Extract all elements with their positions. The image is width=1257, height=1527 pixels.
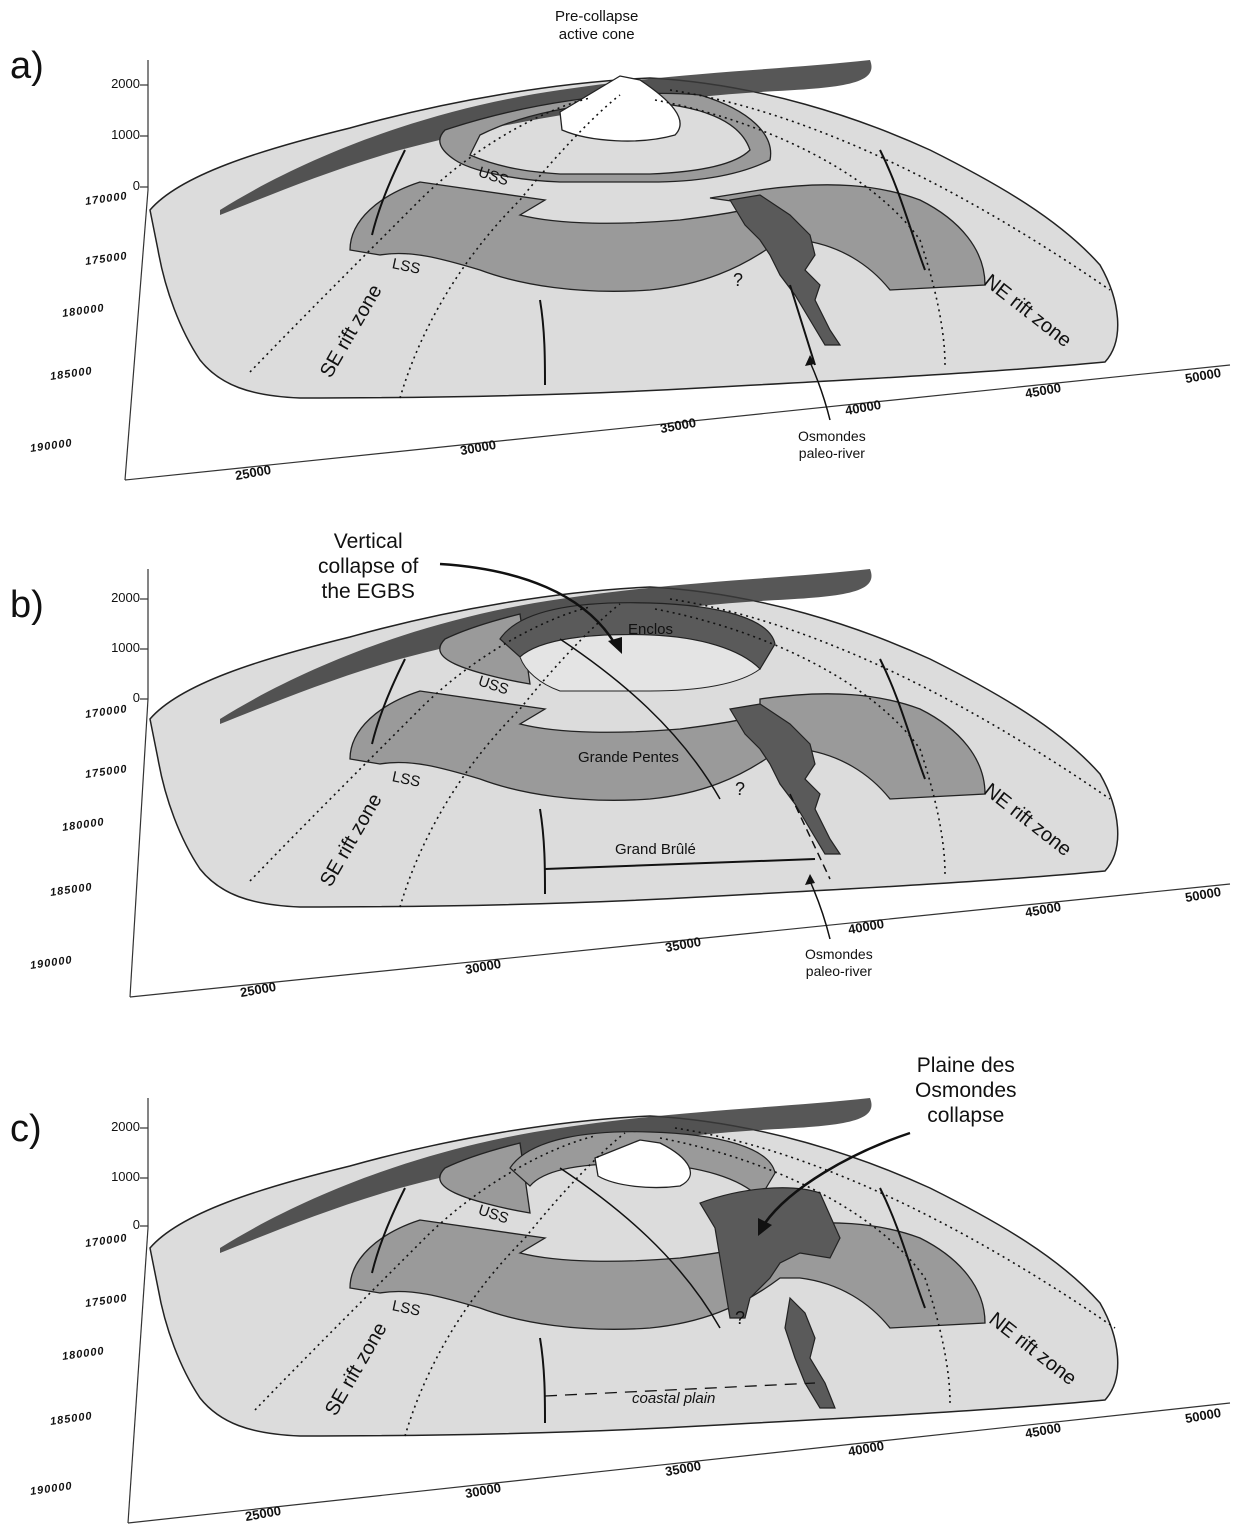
y-axis [125, 190, 148, 480]
z-tick-label: 1000 [80, 640, 140, 655]
osmondes-river-label: Osmondes paleo-river [798, 428, 866, 462]
panel-b: b) Vertical collapse of the EGBS 2000 10… [0, 509, 1257, 1018]
z-tick-label: 2000 [80, 590, 140, 605]
annotation-line: paleo-river [805, 963, 873, 980]
annotation-line: active cone [555, 26, 638, 44]
vertical-collapse-annotation: Vertical collapse of the EGBS [318, 529, 418, 605]
panel-c: c) Plaine des Osmondes collapse 2000 100… [0, 1018, 1257, 1527]
annotation-line: Osmondes [798, 428, 866, 445]
annotation-line: Osmondes [805, 946, 873, 963]
panel-a-figure [0, 0, 1257, 509]
enclos-label: Enclos [628, 621, 673, 638]
annotation-line: collapse of [318, 554, 418, 579]
panel-letter: a) [10, 45, 44, 88]
panel-letter: c) [10, 1108, 42, 1151]
z-tick-label: 1000 [80, 127, 140, 142]
osmondes-river-label: Osmondes paleo-river [805, 946, 873, 980]
question-mark: ? [735, 1308, 745, 1329]
pre-collapse-cone-annotation: Pre-collapse active cone [555, 8, 638, 44]
z-tick-label: 1000 [80, 1169, 140, 1184]
annotation-line: collapse [915, 1103, 1017, 1128]
coastal-plain-label: coastal plain [632, 1390, 715, 1407]
grand-brule-label: Grand Brûlé [615, 841, 696, 858]
z-tick-label: 0 [80, 1217, 140, 1232]
panel-c-figure [0, 1018, 1257, 1527]
annotation-line: Pre-collapse [555, 8, 638, 26]
z-tick-label: 0 [80, 690, 140, 705]
plaine-des-osmondes-annotation: Plaine des Osmondes collapse [915, 1053, 1017, 1129]
z-tick-label: 2000 [80, 1119, 140, 1134]
annotation-line: the EGBS [318, 579, 418, 604]
annotation-line: paleo-river [798, 445, 866, 462]
annotation-line: Plaine des [915, 1053, 1017, 1078]
annotation-line: Vertical [318, 529, 418, 554]
annotation-line: Osmondes [915, 1078, 1017, 1103]
question-mark: ? [733, 270, 743, 291]
panel-letter: b) [10, 584, 44, 627]
z-tick-label: 2000 [80, 76, 140, 91]
question-mark: ? [735, 779, 745, 800]
z-tick-label: 0 [80, 178, 140, 193]
panel-a: a) Pre-collapse active cone 2000 1000 0 … [0, 0, 1257, 509]
grande-pentes-label: Grande Pentes [578, 749, 679, 766]
